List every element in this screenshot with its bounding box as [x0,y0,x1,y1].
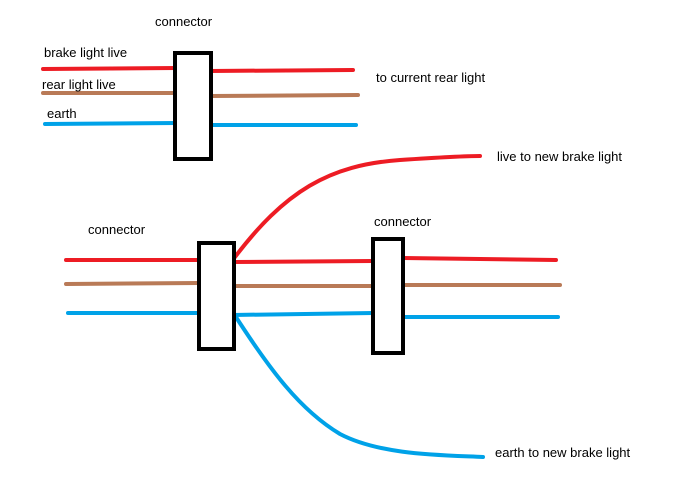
earth-label: earth [47,106,77,121]
bottom-rear-wire-in [64,281,202,286]
to-current-rear-light-label: to current rear light [376,70,486,85]
top-connector-label: connector [155,14,213,29]
middle-live-wire [231,259,375,264]
bottom-left-connector-label: connector [88,222,146,237]
top-brake-live-wire-in [41,66,179,71]
branch-live-wire [230,154,482,263]
top-connector-box [173,51,213,161]
brake-light-live-label: brake light live [44,45,128,60]
bottom-right-connector-label: connector [374,214,432,229]
bottom-left-connector-box [197,241,236,351]
top-rear-live-wire-out [208,93,360,98]
top-earth-wire-in [43,121,179,126]
bottom-right-connector-box [371,237,405,355]
branch-earth-wire [232,312,485,459]
earth-to-new-brake-light-label: earth to new brake light [495,445,631,460]
middle-earth-wire [231,311,375,317]
right-live-wire-out [401,256,558,262]
top-brake-live-wire-out [208,68,355,73]
live-to-new-brake-light-label: live to new brake light [497,149,623,164]
rear-light-live-label: rear light live [42,77,116,92]
